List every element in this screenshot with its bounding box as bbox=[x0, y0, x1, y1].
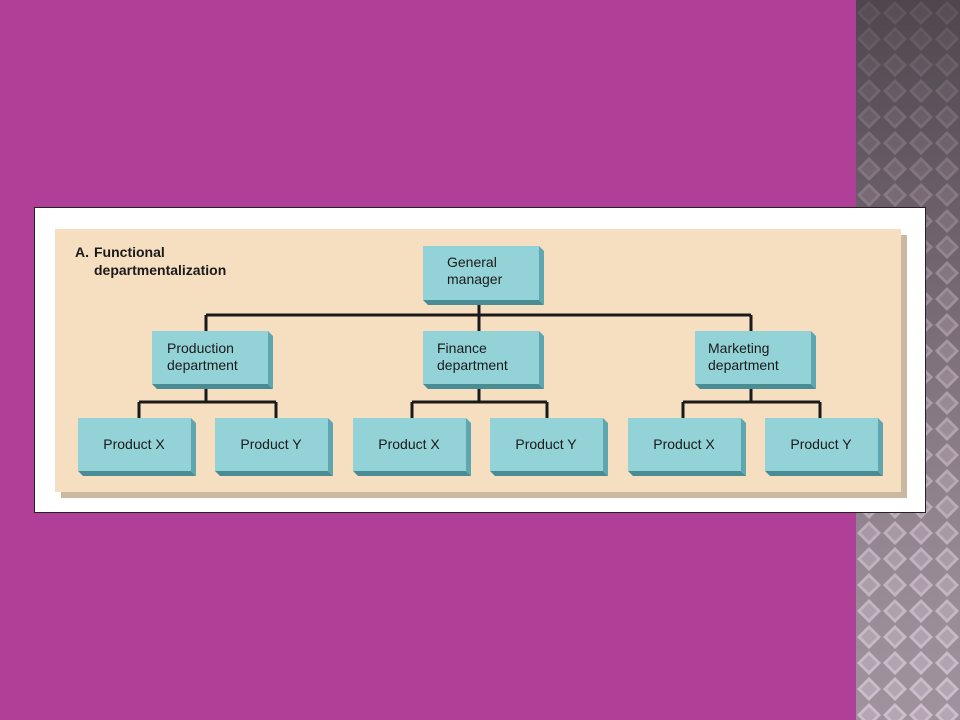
finance-product-x-label: Product X bbox=[378, 436, 440, 452]
marketing-department-box: Marketing department bbox=[695, 331, 816, 389]
general-manager-box: General manager bbox=[423, 246, 544, 305]
general-manager-line2: manager bbox=[447, 271, 503, 287]
finance-department-box: Finance department bbox=[423, 331, 544, 389]
production-product-x-box: Product X bbox=[78, 418, 196, 476]
diagram-frame: A. Functional departmentalization bbox=[34, 207, 926, 513]
production-department-line1: Production bbox=[167, 340, 234, 356]
production-product-y-label: Product Y bbox=[240, 436, 302, 452]
production-department-line2: department bbox=[167, 357, 238, 373]
diagram-title-line1: Functional bbox=[94, 244, 165, 260]
marketing-department-line1: Marketing bbox=[708, 340, 769, 356]
finance-product-y-box: Product Y bbox=[490, 418, 608, 476]
finance-product-y-label: Product Y bbox=[515, 436, 577, 452]
connector-lines bbox=[137, 301, 822, 419]
production-department-box: Production department bbox=[152, 331, 273, 389]
general-manager-line1: General bbox=[447, 254, 497, 270]
diagram-title-line2: departmentalization bbox=[94, 262, 226, 278]
marketing-product-y-box: Product Y bbox=[765, 418, 883, 476]
marketing-department-line2: department bbox=[708, 357, 779, 373]
diagram-title-prefix: A. bbox=[75, 244, 89, 260]
marketing-product-y-label: Product Y bbox=[790, 436, 852, 452]
production-product-x-label: Product X bbox=[103, 436, 165, 452]
marketing-product-x-label: Product X bbox=[653, 436, 715, 452]
finance-department-line1: Finance bbox=[437, 340, 487, 356]
finance-product-x-box: Product X bbox=[353, 418, 471, 476]
finance-department-line2: department bbox=[437, 357, 508, 373]
marketing-product-x-box: Product X bbox=[628, 418, 746, 476]
production-product-y-box: Product Y bbox=[215, 418, 333, 476]
org-chart: A. Functional departmentalization bbox=[55, 229, 907, 498]
